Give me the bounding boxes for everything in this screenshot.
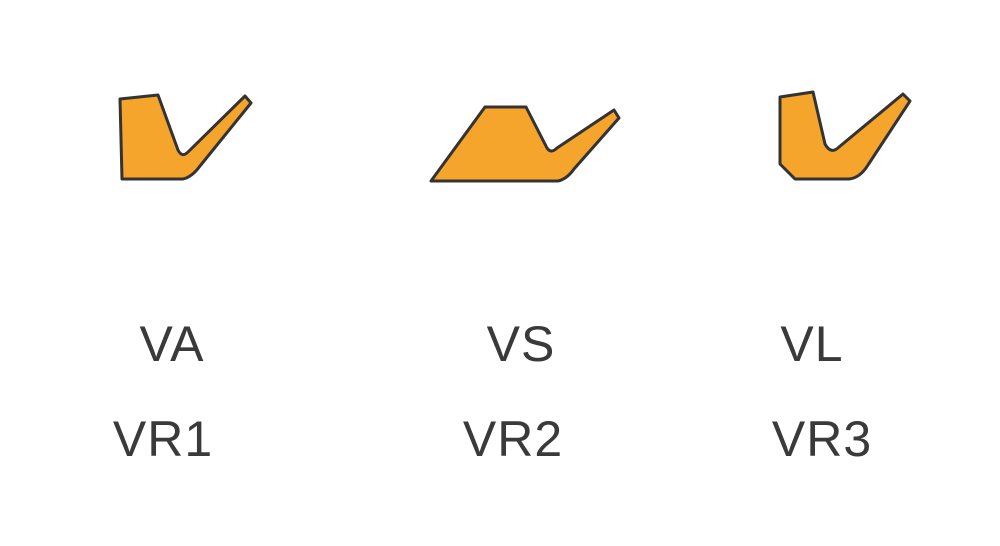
profile-name-vl: VL bbox=[780, 316, 844, 372]
profile-name-va: VA bbox=[139, 316, 205, 372]
v-ring-cross-section-vl-icon bbox=[778, 90, 912, 181]
profile-shape-vs bbox=[429, 105, 621, 183]
profile-alt-name-vr3: VR3 bbox=[771, 411, 873, 467]
profile-alt-name-vr2: VR2 bbox=[462, 411, 564, 467]
profile-alt-name-vr1: VR1 bbox=[112, 411, 214, 467]
profile-name-vs: VS bbox=[486, 316, 556, 372]
profile-shape-va bbox=[118, 93, 253, 181]
v-ring-cross-section-vs-icon bbox=[429, 105, 621, 183]
profile-shape-vl bbox=[778, 90, 912, 181]
v-ring-cross-section-va-icon bbox=[118, 93, 253, 181]
